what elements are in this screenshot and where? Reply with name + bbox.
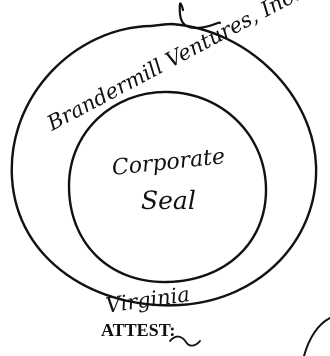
- attest-label: ATTEST:: [101, 320, 175, 340]
- seal-company-name: Brandermill Ventures, Inc.: [42, 0, 303, 136]
- signature-stroke: [304, 318, 330, 356]
- seal-center-line-1: Corporate: [111, 144, 226, 181]
- signature-stroke-tail: [170, 337, 200, 346]
- seal-state: Virginia: [104, 282, 191, 318]
- seal-center-line-2: Seal: [141, 186, 196, 215]
